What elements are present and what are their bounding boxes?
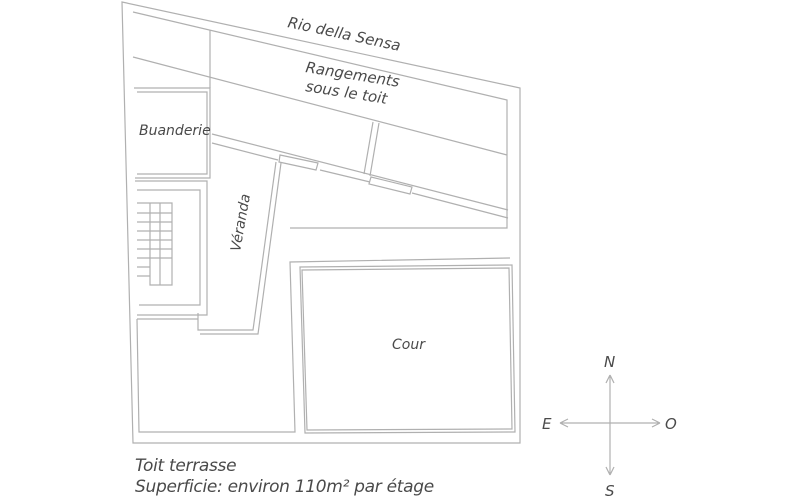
- veranda-wall-b: [200, 162, 282, 335]
- stair-inner: [137, 189, 201, 306]
- area-note: Superficie: environ 110m² par étage: [135, 477, 434, 497]
- stair-steps: [137, 203, 172, 285]
- laundry-room-inner: [137, 91, 208, 175]
- courtyard-label: Cour: [392, 337, 426, 353]
- inner-wall-top: [132, 11, 508, 229]
- courtyard-inner: [301, 267, 513, 431]
- veranda-label: Véranda: [228, 193, 254, 253]
- compass-north: N: [604, 353, 615, 371]
- compass-ew-arrow: [559, 418, 661, 428]
- laundry-room: [134, 87, 211, 179]
- walls: [121, 1, 521, 444]
- compass-south: S: [605, 482, 615, 500]
- courtyard: [299, 264, 516, 434]
- laundry-label: Buanderie: [139, 123, 211, 139]
- diagonal-wall-a: [211, 133, 509, 211]
- compass-ns-arrow: [605, 374, 615, 476]
- canal-label: Rio della Sensa: [286, 13, 402, 54]
- diagonal-wall-b: [211, 142, 509, 219]
- compass-east: E: [542, 415, 552, 433]
- veranda-wall-a: [197, 161, 277, 331]
- left-terrace: [136, 257, 511, 433]
- door-1: [278, 154, 319, 171]
- storage-partition-2: [363, 121, 380, 177]
- compass-west: O: [665, 415, 677, 433]
- roof-note: Toit terrasse: [135, 456, 237, 476]
- stair-enclosure: [135, 180, 208, 316]
- labels: Rio della Sensa Rangements sous le toit …: [139, 13, 426, 353]
- storage-line: [132, 56, 508, 156]
- compass: N S E O: [542, 353, 677, 500]
- door-2: [368, 176, 413, 195]
- outer-wall: [121, 1, 521, 444]
- stair-core: [137, 202, 173, 286]
